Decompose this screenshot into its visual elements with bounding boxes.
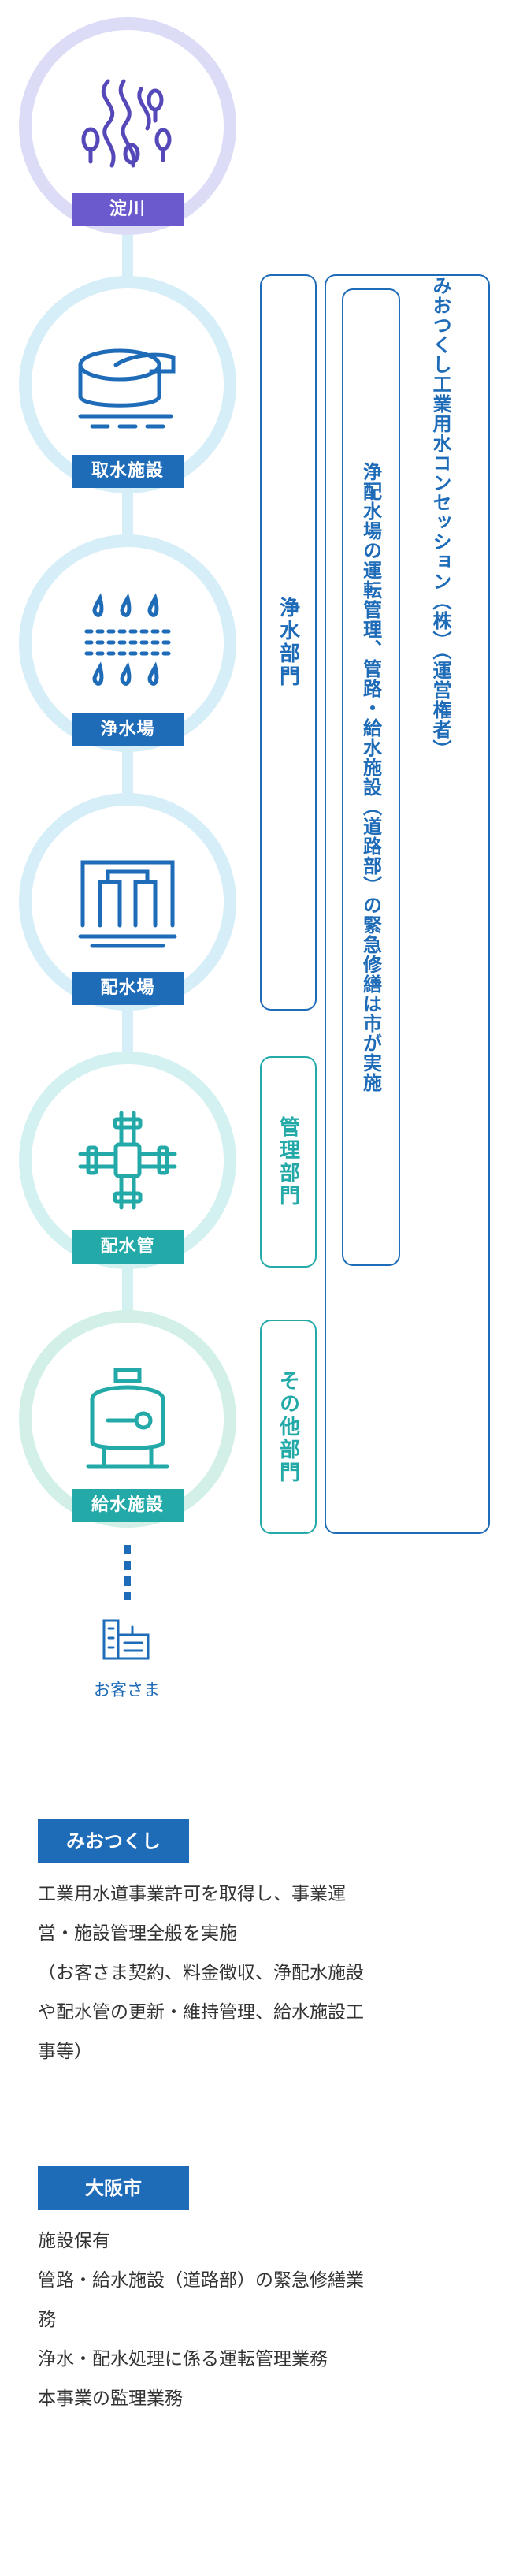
section-line: （お客さま契約、料金徴収、浄配水施設 bbox=[38, 1963, 364, 1983]
department-other: その他部門 bbox=[260, 1320, 317, 1534]
section-line: 営・施設管理全般を実施 bbox=[38, 1923, 237, 1944]
department-purification-label: 浄水部門 bbox=[276, 597, 300, 688]
operator-box: みおつくし工業用水コンセッション（株）（運営権者） bbox=[325, 274, 490, 1534]
section-line: 務 bbox=[38, 2310, 56, 2330]
water-supply-tank-icon bbox=[86, 1368, 169, 1469]
section-heading-miotsukushi: みおつくし bbox=[38, 1819, 189, 1863]
customer-connector bbox=[124, 1545, 131, 1600]
city-scope-box: 浄配水場の運転管理、管路・給水施設（道路部）の緊急修繕は市が実施 bbox=[342, 288, 400, 1266]
distribution-pipe-icon bbox=[78, 1111, 177, 1210]
department-other-label: その他部門 bbox=[276, 1369, 300, 1484]
purification-plant-icon bbox=[84, 593, 171, 686]
department-management: 管理部門 bbox=[260, 1056, 317, 1268]
intake-facility-icon bbox=[78, 348, 176, 429]
city-scope-label: 浄配水場の運転管理、管路・給水施設（道路部）の緊急修繕は市が実施 bbox=[359, 462, 382, 1093]
node-label-water-supply-facility: 給水施設 bbox=[72, 1489, 184, 1522]
section-line: 浄水・配水処理に係る運転管理業務 bbox=[38, 2349, 328, 2369]
river-icon bbox=[81, 79, 172, 168]
section-line: や配水管の更新・維持管理、給水施設工 bbox=[38, 2002, 364, 2023]
distribution-plant-icon bbox=[78, 860, 177, 948]
section-line: 本事業の監理業務 bbox=[38, 2388, 183, 2409]
section-body-miotsukushi: 工業用水道事業許可を取得し、事業運 営・施設管理全般を実施 （お客さま契約、料金… bbox=[38, 1874, 364, 2072]
department-management-label: 管理部門 bbox=[276, 1116, 300, 1208]
node-label-yodo-river: 淀川 bbox=[72, 193, 184, 226]
node-label-purification-plant: 浄水場 bbox=[72, 713, 184, 746]
section-line: 施設保有 bbox=[38, 2231, 110, 2251]
section-heading-osaka-city: 大阪市 bbox=[38, 2166, 189, 2210]
section-line: 工業用水道事業許可を取得し、事業運 bbox=[38, 1884, 346, 1904]
node-label-distribution-pipe: 配水管 bbox=[72, 1230, 184, 1264]
customer-label: お客さま bbox=[94, 1681, 160, 1699]
node-label-intake-facility: 取水施設 bbox=[72, 455, 184, 488]
customer-building-icon bbox=[102, 1619, 150, 1660]
section-body-osaka-city: 施設保有 管路・給水施設（道路部）の緊急修繕業 務 浄水・配水処理に係る運転管理… bbox=[38, 2221, 364, 2418]
section-line: 事等） bbox=[38, 2042, 92, 2062]
section-line: 管路・給水施設（道路部）の緊急修繕業 bbox=[38, 2270, 364, 2291]
node-label-distribution-plant: 配水場 bbox=[72, 972, 184, 1005]
operator-label: みおつくし工業用水コンセッション（株）（運営権者） bbox=[429, 276, 451, 759]
department-purification: 浄水部門 bbox=[260, 274, 317, 1011]
